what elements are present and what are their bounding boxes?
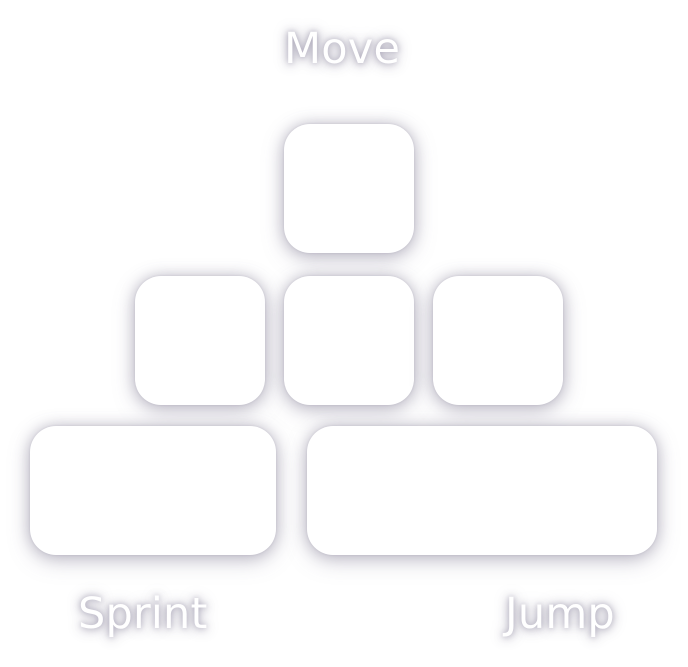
move-left-key[interactable] xyxy=(135,276,265,405)
sprint-label: Sprint xyxy=(78,589,208,639)
move-right-key[interactable] xyxy=(433,276,563,405)
sprint-key[interactable] xyxy=(30,426,276,555)
jump-key[interactable] xyxy=(307,426,657,555)
move-label: Move xyxy=(284,24,401,74)
move-down-key[interactable] xyxy=(284,276,414,405)
jump-label: Jump xyxy=(505,589,615,639)
move-up-key[interactable] xyxy=(284,124,414,253)
